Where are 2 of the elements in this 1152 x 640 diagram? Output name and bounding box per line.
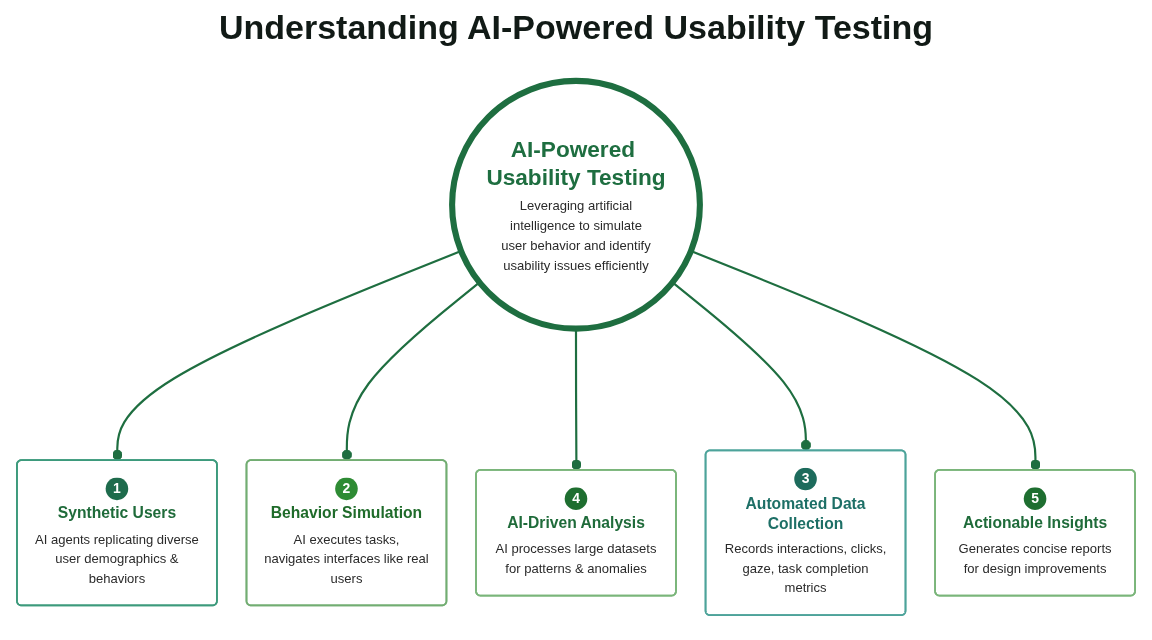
title: Understanding AI-Powered Usability Testing xyxy=(217,8,935,47)
node-circle: AI-Powered Usability Testing Leveraging artificial intelligence to simulate user behavior and identify usability issues efficiently xyxy=(449,77,703,332)
